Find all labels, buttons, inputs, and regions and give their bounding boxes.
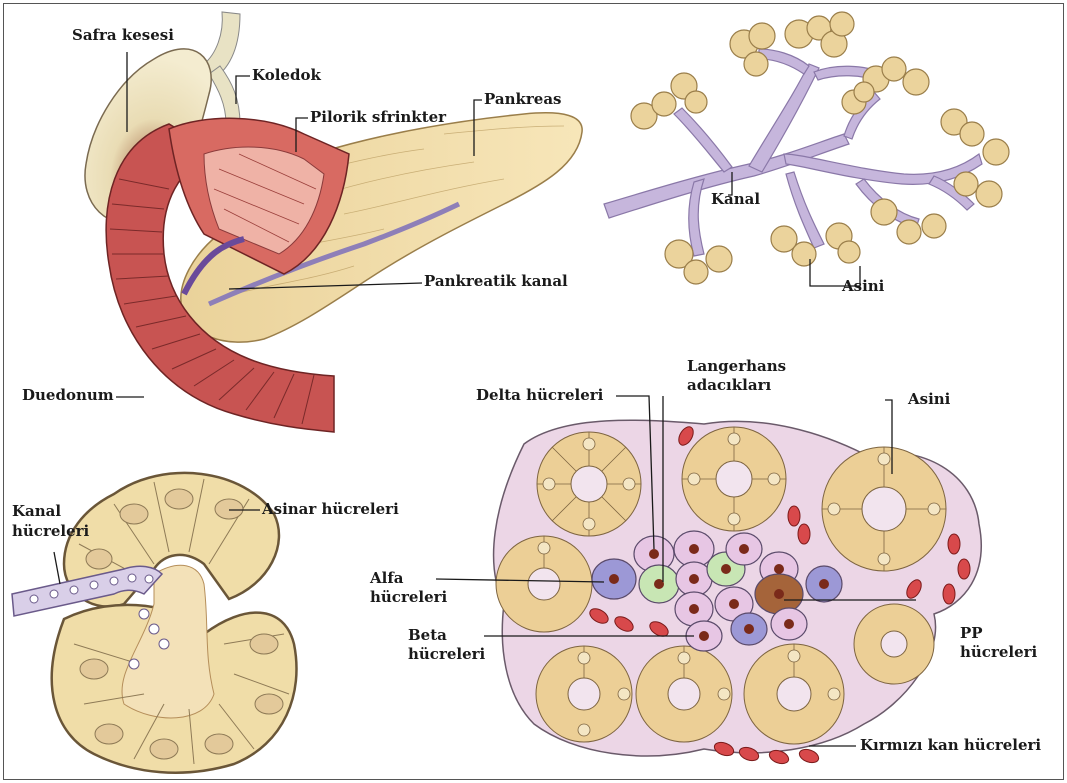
duct-cells-label-line1: Kanal (12, 502, 61, 520)
islet-section (494, 420, 982, 766)
langerhans-label-line1: Langerhans (687, 357, 786, 375)
acinar-cells-label: Asinar hücreleri (262, 500, 399, 518)
acini-top-label: Asini (842, 277, 884, 295)
common-bile-duct-label: Koledok (252, 66, 321, 84)
delta-cells-label: Delta hücreleri (476, 386, 603, 404)
alpha-cells-label-line1: Alfa (370, 569, 404, 587)
beta-cells-label-line1: Beta (408, 626, 447, 644)
pancreas-overview (85, 12, 582, 432)
pp-cells-label-line1: PP (960, 624, 983, 642)
duct-cells-label-line2: hücreleri (12, 522, 89, 540)
langerhans-label-line2: adacıkları (687, 376, 771, 394)
pp-cells-label-line2: hücreleri (960, 643, 1037, 661)
duodenum-label: Duedonum (22, 386, 114, 404)
alpha-cells-label-line2: hücreleri (370, 588, 447, 606)
acini-bottom-label: Asini (908, 390, 950, 408)
red-blood-cells-label: Kırmızı kan hücreleri (860, 736, 1041, 754)
pancreas-label: Pankreas (484, 90, 562, 108)
acinar-tree (604, 12, 1009, 284)
gallbladder-label: Safra kesesi (72, 26, 174, 44)
pancreatic-duct-label: Pankreatik kanal (424, 272, 568, 290)
beta-cells-label-line2: hücreleri (408, 645, 485, 663)
pyloric-sphincter-label: Pilorik sfrinkter (310, 108, 446, 126)
diagram-frame: Safra kesesi Koledok Pilorik sfrinkter P… (3, 3, 1064, 780)
duct-label: Kanal (711, 190, 760, 208)
